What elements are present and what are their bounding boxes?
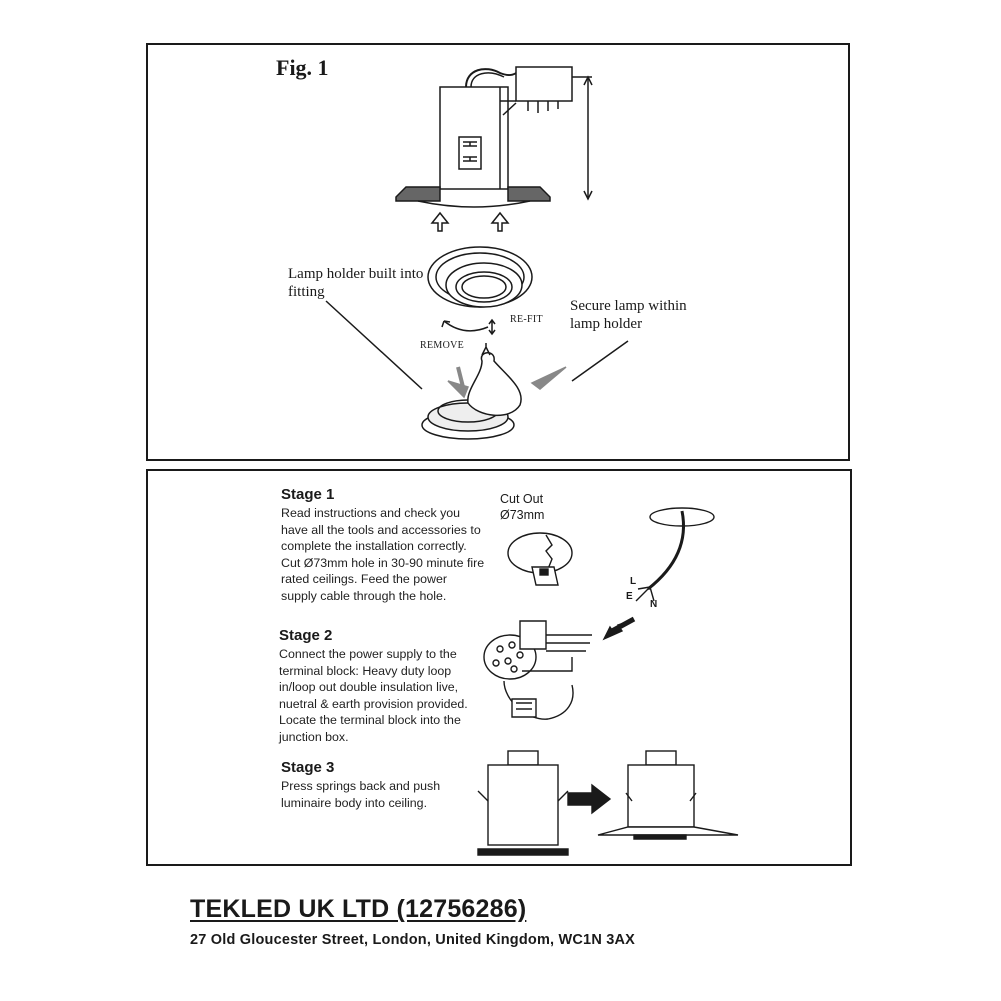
wire-earth-label: E xyxy=(626,591,633,602)
stage1-title: Stage 1 xyxy=(281,486,335,503)
refit-label: RE-FIT xyxy=(510,314,543,325)
secure-lamp-label: Secure lamp within lamp holder xyxy=(570,298,687,332)
fitting-with-lamp xyxy=(421,343,567,440)
cutout-size: Ø73mm xyxy=(500,508,545,522)
gu10-lamp xyxy=(467,352,522,417)
cutout-label: Cut Out Ø73mm xyxy=(500,491,544,523)
lamp-holder-ring xyxy=(427,246,533,308)
cutout-title: Cut Out xyxy=(500,492,544,506)
luminaire-after xyxy=(597,750,739,840)
arrow-left-grey xyxy=(447,380,470,399)
stage3-title: Stage 3 xyxy=(281,759,335,776)
stage3-text: Press springs back and push luminaire bo… xyxy=(281,779,441,810)
luminaire-terminal-block xyxy=(483,620,592,720)
remove-label: REMOVE xyxy=(420,340,465,351)
company-address: 27 Old Gloucester Street, London, United… xyxy=(190,932,636,948)
arrow-right-grey xyxy=(530,366,567,390)
wire-neutral-label: N xyxy=(650,599,658,610)
luminaire-before xyxy=(477,750,569,856)
wire-live-label: L xyxy=(630,576,637,587)
stages-illustration xyxy=(477,507,739,856)
stage2-title: Stage 2 xyxy=(279,627,333,644)
up-arrow-right xyxy=(490,211,510,232)
lamp-holder-label: Lamp holder built into fitting xyxy=(288,266,424,300)
fig1-illustration xyxy=(325,66,629,440)
ceiling-section xyxy=(395,186,441,202)
cutout-hole-icon xyxy=(507,532,573,586)
arrow-right-black xyxy=(567,783,612,815)
stage2-text: Connect the power supply to the terminal… xyxy=(279,647,468,744)
supply-cable xyxy=(647,510,685,591)
stages-panel: Stage 1 Read instructions and check you … xyxy=(146,469,852,866)
stage1-text: Read instructions and check you have all… xyxy=(281,506,485,603)
company-name: TEKLED UK LTD (12756286) xyxy=(190,895,527,923)
figure-panel: Fig. 1 xyxy=(146,43,850,461)
junction-box xyxy=(439,86,509,190)
figure-title: Fig. 1 xyxy=(276,55,329,80)
up-arrow-left xyxy=(430,211,450,232)
